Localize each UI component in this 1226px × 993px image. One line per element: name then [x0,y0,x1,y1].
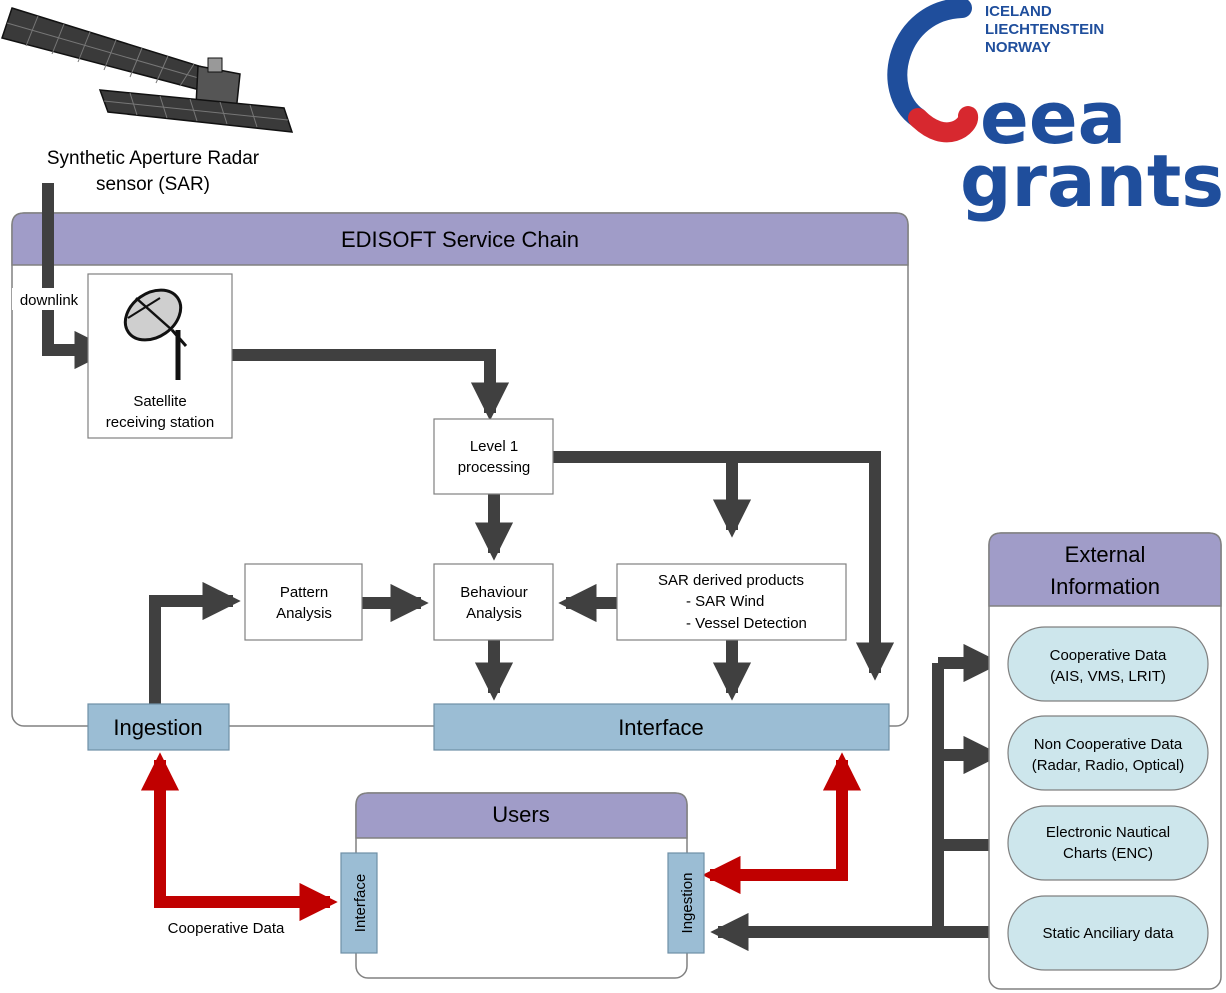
cooperative-data-label: Cooperative Data [168,920,285,937]
arrow-level1-right [553,451,895,681]
satellite-caption-line1: Synthetic Aperture Radar [47,148,260,169]
arrow-station-level1 [232,349,510,421]
sar-derived-products-box: SAR derived products - SAR Wind - Vessel… [616,563,847,641]
station-label-line1: Satellite [133,393,186,410]
behaviour-label-line1: Behaviour [460,584,528,601]
behaviour-analysis-box: Behaviour Analysis [433,563,554,641]
station-label-line2: receiving station [106,414,214,431]
external-item-line2: Charts (ENC) [1063,845,1153,862]
satellite-caption-line2: sensor (SAR) [96,174,210,195]
external-item-static: Static Anciliary data [1007,895,1209,971]
arrow-downlink [42,183,113,370]
users-container: Users Interface Ingestion [340,792,705,979]
ingestion-box: Ingestion [87,703,230,751]
behaviour-label-line2: Analysis [466,605,522,622]
arrow-ingestion-pattern [149,581,241,704]
users-ingestion-label: Ingestion [679,873,696,934]
arrow-red-ingestion-users [154,764,338,922]
external-item-line1: Cooperative Data [1050,647,1167,664]
red-arrows [140,752,862,922]
downlink-label: downlink [20,292,79,309]
interface-label: Interface [618,715,704,740]
logo-word-eea: eea [980,76,1126,160]
sar-label-line1: SAR derived products [658,572,804,589]
users-interface-label: Interface [352,874,369,932]
level1-label-line2: processing [458,459,531,476]
external-item-noncooperative: Non Cooperative Data (Radar, Radio, Opti… [1007,715,1209,791]
satellite-station-box: Satellite receiving station [87,273,233,439]
ingestion-label: Ingestion [113,715,202,740]
external-title-line2: Information [1050,574,1160,599]
eea-grants-logo: ICELAND LIECHTENSTEIN NORWAY eea grants [887,0,1224,223]
arrow-red-interface-users [702,782,848,895]
external-title-line1: External [1065,542,1146,567]
sar-label-line2: - SAR Wind [686,593,764,610]
users-ingestion-box [667,852,705,954]
logo-country-iceland: ICELAND [985,3,1052,20]
pattern-label-line1: Pattern [280,584,328,601]
interface-box: Interface [433,703,890,751]
logo-word-grants: grants [960,139,1224,223]
external-item-cooperative: Cooperative Data (AIS, VMS, LRIT) [1007,626,1209,702]
service-chain-title: EDISOFT Service Chain [341,227,579,252]
external-item-enc: Electronic Nautical Charts (ENC) [1007,805,1209,881]
logo-country-norway: NORWAY [985,39,1051,56]
level1-processing-box: Level 1 processing [433,418,554,495]
users-title: Users [492,802,549,827]
gray-arrows [42,183,1008,952]
external-item-line1: Static Anciliary data [1043,925,1175,942]
pattern-analysis-box: Pattern Analysis [244,563,363,641]
users-interface-box [340,852,378,954]
external-item-line1: Electronic Nautical [1046,824,1170,841]
sar-label-line3: - Vessel Detection [686,615,807,632]
satellite-icon [1,7,294,133]
external-information-container: External Information Cooperative Data (A… [988,532,1222,990]
downlink-label-bg [12,288,86,310]
external-item-line1: Non Cooperative Data [1034,736,1183,753]
logo-country-liechtenstein: LIECHTENSTEIN [985,21,1104,38]
pattern-label-line2: Analysis [276,605,332,622]
level1-label-line1: Level 1 [470,438,518,455]
external-item-line2: (Radar, Radio, Optical) [1032,757,1185,774]
satellite-dish-icon [123,288,188,380]
external-item-line2: (AIS, VMS, LRIT) [1050,668,1166,685]
